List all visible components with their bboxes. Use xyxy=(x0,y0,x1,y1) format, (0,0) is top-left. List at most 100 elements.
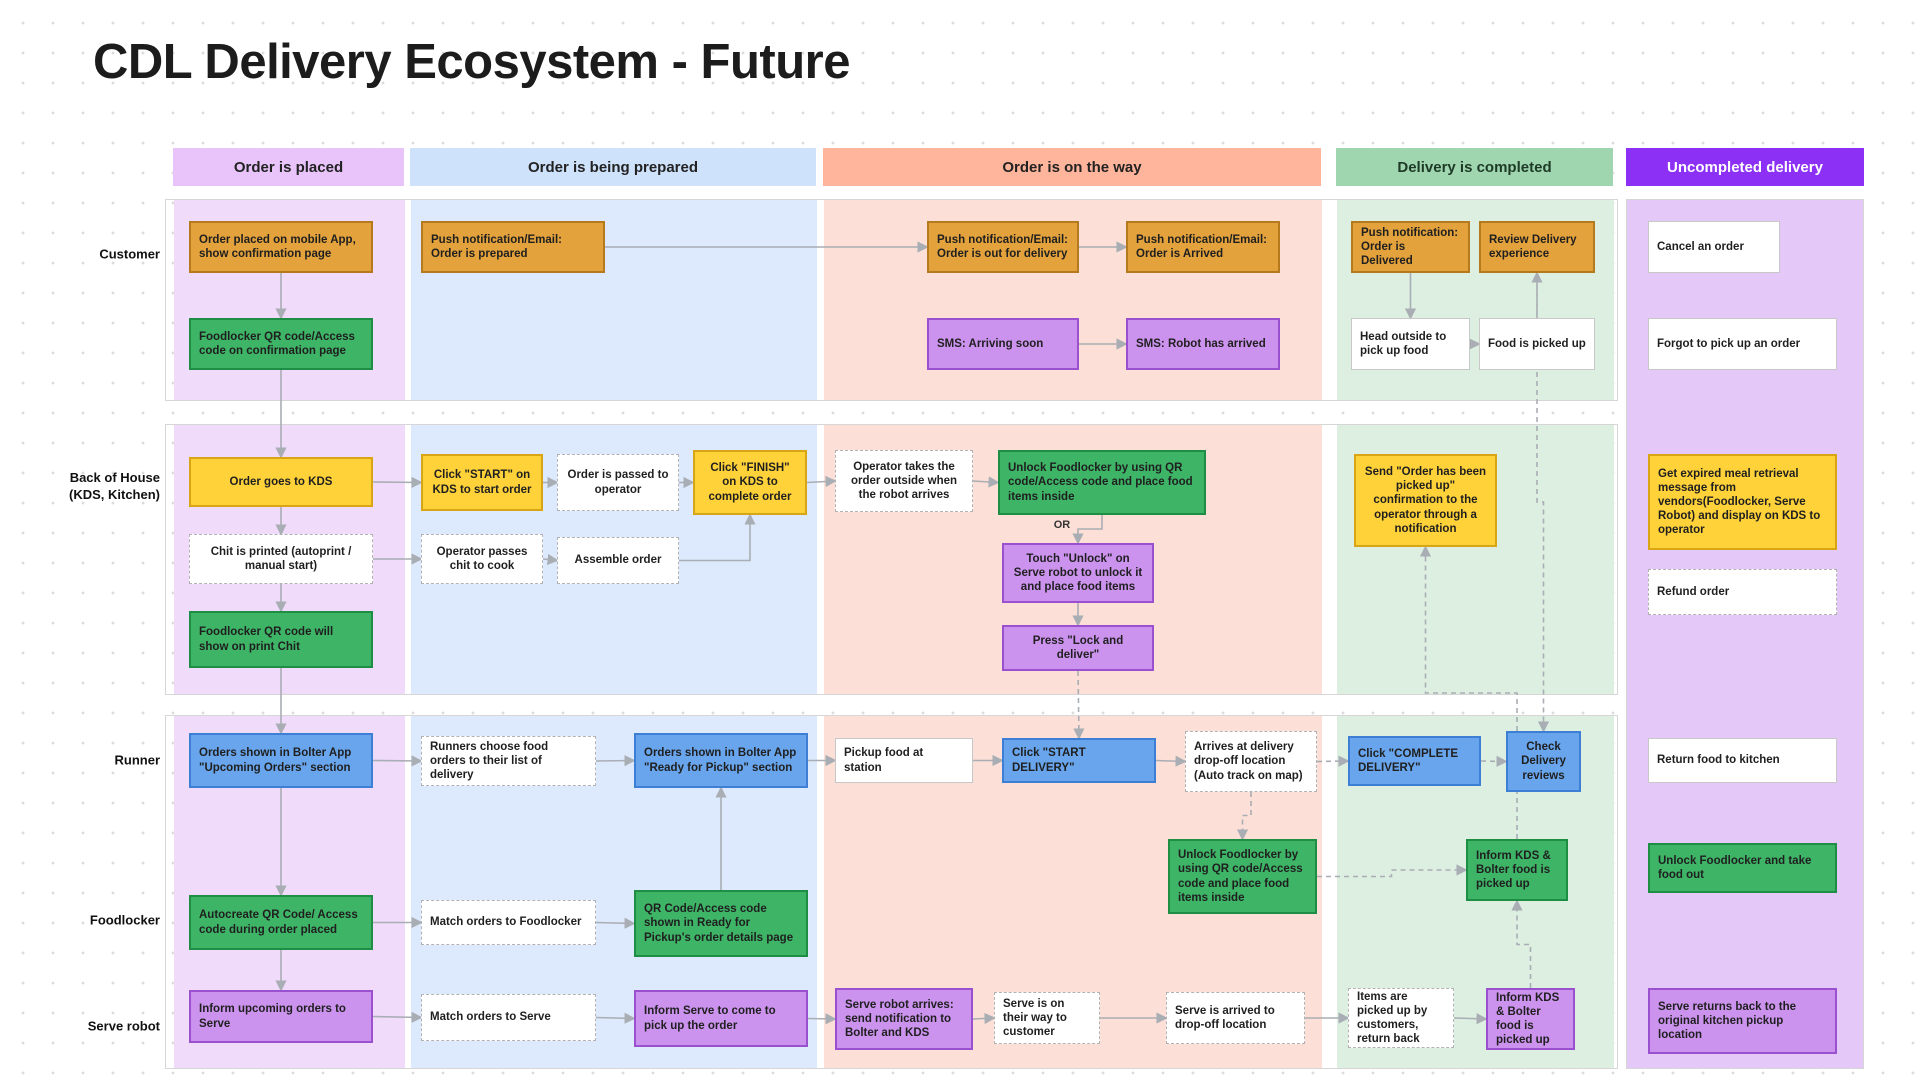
node-text: Orders shown in Bolter App "Upcoming Ord… xyxy=(199,747,352,774)
node-text: Inform upcoming orders to Serve xyxy=(199,1003,346,1030)
lane-label-line: Runner xyxy=(114,752,161,768)
node-b-finish: Click "FINISH" on KDS to complete order xyxy=(693,450,807,515)
phase-header-order-is-placed: Order is placed xyxy=(173,148,404,186)
node-c-forgot: Forgot to pick up an order xyxy=(1648,318,1837,370)
node-b-start: Click "START" on KDS to start order xyxy=(421,454,543,511)
node-c-cancel: Cancel an order xyxy=(1648,221,1780,273)
node-r-check-reviews: Check Delivery reviews xyxy=(1506,731,1581,792)
node-text: Push notification/Email: Order is Arrive… xyxy=(1136,233,1267,260)
lane-label-runner: Runner xyxy=(38,752,161,770)
lane-label-line: Foodlocker xyxy=(89,912,160,928)
node-text: Operator passes chit to cook xyxy=(436,545,528,572)
node-text: Order goes to KDS xyxy=(229,475,333,488)
node-text: QR Code/Access code shown in Ready for P… xyxy=(644,903,794,944)
node-text: Forgot to pick up an order xyxy=(1657,337,1801,350)
node-r-start-delivery: Click "START DELIVERY" xyxy=(1002,738,1156,783)
node-f-match: Match orders to Foodlocker xyxy=(421,900,596,945)
lane-label-line: Serve robot xyxy=(87,1018,160,1034)
node-text: Click "FINISH" on KDS to complete order xyxy=(708,462,792,503)
node-text: Push notification/Email: Order is out fo… xyxy=(937,233,1068,260)
node-s-on-way: Serve is on their way to customer xyxy=(994,992,1100,1044)
node-text: Arrives at delivery drop-off location (A… xyxy=(1194,741,1303,782)
node-text: Unlock Foodlocker by using QR code/Acces… xyxy=(1178,849,1303,904)
node-s-match: Match orders to Serve xyxy=(421,994,596,1041)
lane-label-line: (KDS, Kitchen) xyxy=(69,487,160,502)
node-text: Check Delivery reviews xyxy=(1521,741,1566,782)
node-b-lock-deliver: Press "Lock and deliver" xyxy=(1002,625,1154,671)
node-f-qr-shown: QR Code/Access code shown in Ready for P… xyxy=(634,890,808,957)
node-text: Serve is on their way to customer xyxy=(1003,997,1067,1039)
node-b-passed: Order is passed to operator xyxy=(557,454,679,511)
lane-label-foodlocker: Foodlocker xyxy=(38,913,160,930)
node-s-inform-upcoming: Inform upcoming orders to Serve xyxy=(189,990,373,1043)
node-text: Assemble order xyxy=(574,554,662,567)
node-r-unlock-take: Unlock Foodlocker and take food out xyxy=(1648,843,1837,893)
node-text: Unlock Foodlocker and take food out xyxy=(1658,854,1812,881)
node-text: Match orders to Serve xyxy=(430,1011,551,1024)
node-text: Chit is printed (autoprint / manual star… xyxy=(210,545,352,572)
node-text: Review Delivery experience xyxy=(1489,233,1577,260)
node-text: Runners choose food orders to their list… xyxy=(430,740,549,782)
node-c-review: Review Delivery experience xyxy=(1479,221,1595,273)
node-c-push-arrived: Push notification/Email: Order is Arrive… xyxy=(1126,221,1280,273)
node-text: Foodlocker QR code/Access code on confir… xyxy=(199,330,355,357)
node-text: Head outside to pick up food xyxy=(1360,330,1447,357)
node-text: Click "START" on KDS to start order xyxy=(432,469,532,496)
node-b-qr-chit: Foodlocker QR code will show on print Ch… xyxy=(189,611,373,668)
node-text: Pickup food at station xyxy=(844,747,924,774)
node-r-return-food: Return food to kitchen xyxy=(1648,738,1837,783)
node-text: Serve returns back to the original kitch… xyxy=(1658,1000,1797,1041)
node-c-sms-robot: SMS: Robot has arrived xyxy=(1126,318,1280,370)
node-text: Serve is arrived to drop-off location xyxy=(1175,1004,1275,1031)
node-text: Items are picked up by customers, return… xyxy=(1357,990,1428,1046)
node-c-food-picked: Food is picked up xyxy=(1479,318,1595,370)
node-c-push-delivered: Push notification: Order is Delivered xyxy=(1351,221,1470,273)
node-b-kds: Order goes to KDS xyxy=(189,457,373,507)
node-r-upcoming: Orders shown in Bolter App "Upcoming Ord… xyxy=(189,733,373,788)
node-f-autocreate: Autocreate QR Code/ Access code during o… xyxy=(189,895,373,950)
or-connector-label: OR xyxy=(1053,519,1071,531)
node-text: Send "Order has been picked up" confirma… xyxy=(1364,466,1487,535)
node-text: Operator takes the order outside when th… xyxy=(850,460,958,501)
node-text: Push notification: Order is Delivered xyxy=(1361,226,1459,268)
node-b-refund: Refund order xyxy=(1648,569,1837,615)
node-text: Click "START DELIVERY" xyxy=(1012,747,1086,774)
node-b-chit: Chit is printed (autoprint / manual star… xyxy=(189,534,373,584)
node-s-inform-kds: Inform KDS & Bolter food is picked up xyxy=(1486,988,1575,1050)
node-text: Foodlocker QR code will show on print Ch… xyxy=(199,626,334,653)
node-r-complete: Click "COMPLETE DELIVERY" xyxy=(1348,736,1481,786)
node-c-order-placed: Order placed on mobile App, show confirm… xyxy=(189,221,373,273)
node-s-returns: Serve returns back to the original kitch… xyxy=(1648,988,1837,1054)
node-s-items-picked: Items are picked up by customers, return… xyxy=(1348,988,1454,1048)
node-b-assemble: Assemble order xyxy=(557,537,679,584)
node-s-arrives: Serve robot arrives: send notification t… xyxy=(835,988,973,1050)
node-text: Click "COMPLETE DELIVERY" xyxy=(1358,747,1459,774)
node-r-arrives: Arrives at delivery drop-off location (A… xyxy=(1185,731,1317,792)
node-b-operator-outside: Operator takes the order outside when th… xyxy=(835,450,973,512)
node-b-chit-cook: Operator passes chit to cook xyxy=(421,534,543,584)
lane-label-customer: Customer xyxy=(38,247,160,264)
node-c-head-outside: Head outside to pick up food xyxy=(1351,318,1470,370)
node-text: Cancel an order xyxy=(1657,240,1744,253)
phase-header-delivery-is-completed: Delivery is completed xyxy=(1336,148,1613,186)
lane-label-serve-robot: Serve robot xyxy=(38,1019,160,1036)
node-text: Inform Serve to come to pick up the orde… xyxy=(644,1005,776,1032)
node-text: Serve robot arrives: send notification t… xyxy=(845,998,954,1039)
node-text: Match orders to Foodlocker xyxy=(430,916,582,929)
node-r-choose: Runners choose food orders to their list… xyxy=(421,736,596,786)
node-text: Return food to kitchen xyxy=(1657,754,1780,767)
node-text: Inform KDS & Bolter food is picked up xyxy=(1496,991,1560,1047)
node-text: SMS: Arriving soon xyxy=(937,337,1044,350)
phase-header-order-is-being-prepared: Order is being prepared xyxy=(410,148,816,186)
node-text: Refund order xyxy=(1657,585,1730,598)
phase-header-uncompleted-delivery: Uncompleted delivery xyxy=(1626,148,1864,186)
node-c-qr-confirmation: Foodlocker QR code/Access code on confir… xyxy=(189,318,373,370)
lane-label-line: Customer xyxy=(99,246,160,262)
phase-header-order-is-on-the-way: Order is on the way xyxy=(823,148,1321,186)
node-s-arrived: Serve is arrived to drop-off location xyxy=(1166,992,1305,1044)
node-text: Unlock Foodlocker by using QR code/Acces… xyxy=(1008,462,1193,503)
node-text: Order placed on mobile App, show confirm… xyxy=(199,233,356,260)
node-s-inform-come: Inform Serve to come to pick up the orde… xyxy=(634,990,808,1047)
node-c-push-out: Push notification/Email: Order is out fo… xyxy=(927,221,1079,273)
node-b-send-confirmation: Send "Order has been picked up" confirma… xyxy=(1354,454,1497,547)
